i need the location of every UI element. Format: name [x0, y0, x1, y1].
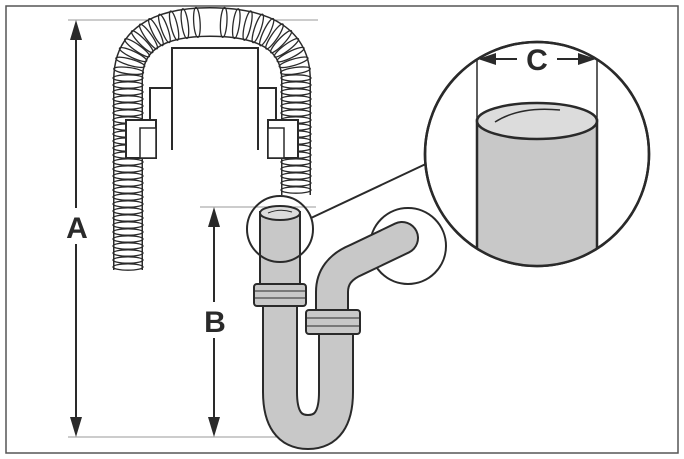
hose-ring: [157, 13, 171, 44]
hose-ring: [251, 13, 265, 44]
hose-guide-inner: [172, 88, 258, 148]
hose-ring: [180, 8, 190, 40]
siphon-trap: [253, 205, 419, 451]
hose-ring: [278, 56, 309, 69]
detail-callout: [246, 40, 651, 268]
hose-ring: [147, 17, 164, 47]
hose-ring: [115, 56, 146, 69]
drain-hose: [112, 6, 312, 271]
hose-ring: [138, 23, 159, 50]
hose-ring: [118, 46, 148, 63]
zoom-pipe-opening: [475, 101, 599, 141]
hose-ring: [124, 38, 151, 58]
hose-ring: [231, 8, 241, 40]
dimension-c: C: [478, 44, 596, 77]
inlet-slip-nut: [253, 283, 307, 307]
hose-ring: [276, 46, 305, 63]
dimension-c-label: C: [526, 44, 548, 77]
hose-ring: [269, 29, 293, 54]
hose-ring: [265, 23, 284, 50]
hose-ring: [219, 6, 228, 39]
hose-ring: [242, 10, 253, 41]
dimension-b-label: B: [204, 306, 226, 339]
hose-ring: [279, 66, 311, 76]
hose-ring: [258, 17, 275, 47]
outlet-slip-nut: [305, 309, 361, 335]
hose-ring: [280, 186, 312, 194]
dimension-a: A: [62, 20, 92, 437]
hose-ring: [273, 37, 300, 58]
hose-ring: [192, 6, 201, 39]
hose-ring: [130, 30, 154, 54]
callout-leader-line: [310, 161, 431, 219]
zoom-pipe-body: [475, 118, 599, 266]
hose-ring: [168, 10, 180, 41]
hose-corrugation-arch: [113, 6, 311, 76]
inlet-pipe-opening: [259, 205, 301, 221]
hose-ring: [113, 66, 145, 76]
dimension-a-label: A: [66, 212, 88, 245]
callout-source-circle: [246, 195, 314, 263]
dimension-b: B: [199, 207, 229, 437]
hose-ring: [112, 263, 144, 271]
